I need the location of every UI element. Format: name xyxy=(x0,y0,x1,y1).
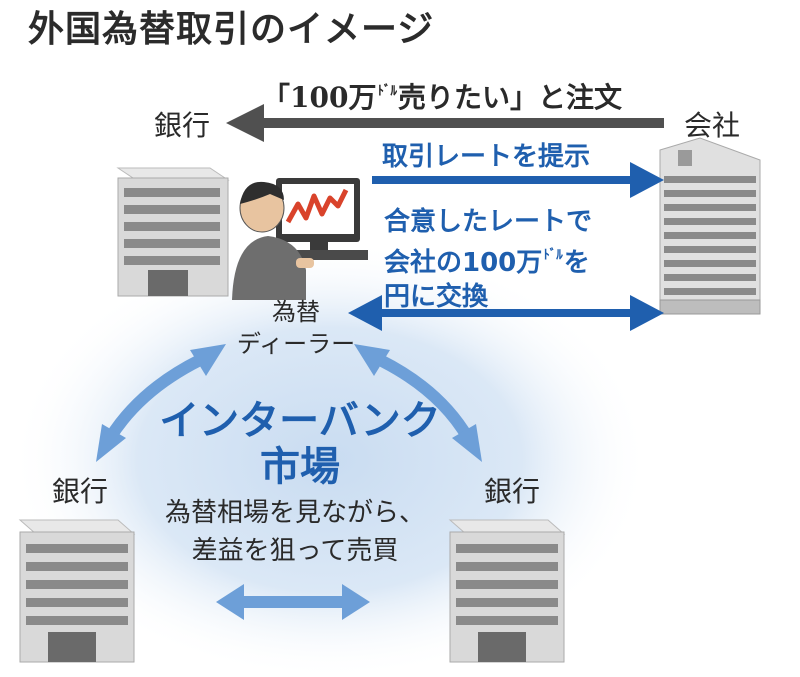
order-label-pre: 「100万 xyxy=(262,81,377,114)
dealer-line-2: ディーラー xyxy=(236,330,356,358)
bank-left-building xyxy=(18,519,136,663)
node-bank-top: 銀行 xyxy=(154,109,211,142)
trading-line-2: 差益を狙って売買 xyxy=(191,536,399,566)
node-bank-left: 銀行 xyxy=(52,475,109,508)
node-dealer: 為替 ディーラー xyxy=(236,296,356,360)
agreed-rate-label: 合意したレートで 会社の100万ﾄﾞﾙを 円に交換 xyxy=(384,205,592,314)
order-label: 「100万ﾄﾞﾙ売りたい」と注文 xyxy=(262,84,622,112)
interbank-market-label: インターバンク 市場 xyxy=(150,398,450,490)
interbank-line-1: インターバンク xyxy=(159,398,441,444)
dealer-line-1: 為替 xyxy=(272,298,320,326)
bank-right-building xyxy=(448,519,566,663)
page-title: 外国為替取引のイメージ xyxy=(28,9,435,50)
agreed-line-2: 会社の100万ﾄﾞﾙを xyxy=(384,248,590,278)
interbank-arrows xyxy=(104,354,474,608)
company-building xyxy=(659,137,761,315)
order-label-unit: ﾄﾞﾙ xyxy=(377,84,397,99)
trading-line-1: 為替相場を見ながら、 xyxy=(164,498,425,528)
exchange-arrow xyxy=(348,295,664,331)
interbank-arrowheads xyxy=(96,344,482,620)
order-label-post: 売りたい」と注文 xyxy=(397,81,622,114)
agreed-line-1: 合意したレートで xyxy=(384,207,593,237)
rate-offer-label: 取引レートを提示 xyxy=(382,142,591,172)
dealer-figure xyxy=(232,178,368,300)
trading-description: 為替相場を見ながら、 差益を狙って売買 xyxy=(140,494,450,570)
node-company: 会社 xyxy=(684,109,741,142)
bank-top-building xyxy=(116,167,230,297)
node-bank-right: 銀行 xyxy=(484,475,541,508)
rate-offer-arrow xyxy=(372,162,664,198)
order-arrow xyxy=(226,104,664,142)
agreed-line-3: 円に交換 xyxy=(384,282,489,312)
interbank-line-2: 市場 xyxy=(260,444,340,490)
